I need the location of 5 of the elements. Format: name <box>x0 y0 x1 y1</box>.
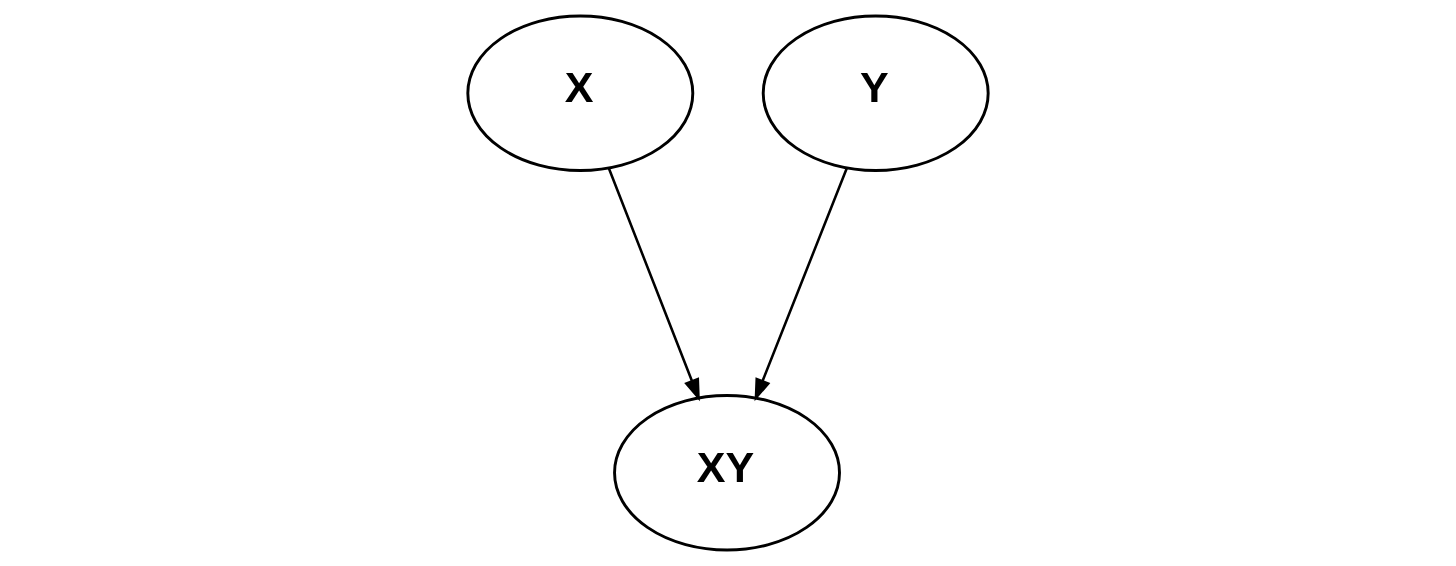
node-ellipse: X <box>466 14 695 172</box>
node-ellipse: XY <box>613 394 841 552</box>
node-ellipse: Y <box>761 14 990 172</box>
arrow <box>754 168 848 402</box>
arrow <box>607 168 700 402</box>
